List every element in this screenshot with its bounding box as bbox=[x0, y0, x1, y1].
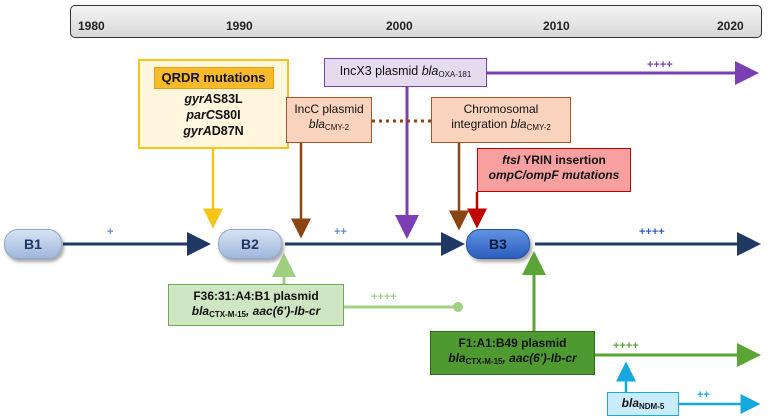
lineage-node-b2: B2 bbox=[218, 229, 282, 259]
gene-name: bla bbox=[308, 117, 325, 131]
gene-subscript: NDM-5 bbox=[639, 402, 665, 411]
box-text: YRIN insertion bbox=[520, 153, 606, 167]
gene-subscript: CMY-2 bbox=[526, 123, 551, 132]
gene-name: bla bbox=[621, 396, 639, 410]
incx3-plasmid-box: IncX3 plasmid blaOXA-181 bbox=[324, 58, 487, 87]
lineage-node-b1: B1 bbox=[4, 229, 62, 259]
year-label: 2000 bbox=[386, 19, 413, 33]
gene-line: integration blaCMY-2 bbox=[432, 117, 570, 133]
year-label: 1980 bbox=[78, 19, 105, 33]
gene-name: bla bbox=[510, 117, 527, 131]
box-text: Chromosomal bbox=[463, 102, 539, 116]
marker-b1-b2: + bbox=[107, 226, 114, 238]
gene-subscript: OXA-181 bbox=[438, 70, 472, 79]
gene-subscript: CMY-2 bbox=[324, 123, 350, 132]
ftsi-line: ftsI YRIN insertion bbox=[478, 153, 630, 168]
marker-f1: ++++ bbox=[613, 340, 639, 352]
mutation: S83L bbox=[212, 92, 243, 107]
year-label: 2010 bbox=[543, 19, 570, 33]
chromosomal-integration-box: Chromosomal integration blaCMY-2 bbox=[431, 97, 571, 143]
marker-b2-b3: ++ bbox=[334, 226, 347, 238]
box-text: F36:31:A4:B1 plasmid bbox=[193, 289, 319, 303]
box-text: IncX3 plasmid bbox=[339, 64, 422, 78]
gene-name: gyrA bbox=[183, 123, 212, 138]
gene-line: blaCMY-2 bbox=[287, 117, 371, 133]
mutation: S80I bbox=[214, 107, 241, 122]
marker-f36: ++++ bbox=[371, 291, 397, 303]
marker-incx3: ++++ bbox=[647, 59, 673, 71]
box-text: ompC/ompF mutations bbox=[488, 168, 620, 182]
f1-plasmid-box: F1:A1:B49 plasmid blaCTX-M-15, aac(6')-I… bbox=[430, 331, 595, 375]
qrdr-mutation-line: parCS80I bbox=[140, 108, 287, 124]
f36-endpoint-dot bbox=[453, 302, 463, 312]
gene-name: bla bbox=[191, 304, 210, 318]
qrdr-mutations-box: QRDR mutations gyrAS83L parCS80I gyrAD87… bbox=[138, 59, 289, 149]
gene-subscript: CTX-M-15 bbox=[209, 310, 246, 319]
gene-subscript: CTX-M-15 bbox=[465, 357, 503, 366]
mutation: D87N bbox=[211, 123, 244, 138]
gene-name: ftsI bbox=[502, 153, 521, 167]
ftsi-mutations-box: ftsI YRIN insertion ompC/ompF mutations bbox=[477, 148, 631, 192]
gene-line: blaCTX-M-15, aac(6')-Ib-cr bbox=[431, 351, 594, 367]
gene-name: , aac(6')-Ib-cr bbox=[502, 351, 577, 365]
qrdr-mutation-line: gyrAD87N bbox=[140, 124, 287, 140]
timeline-bar: 1980 1990 2000 2010 2020 bbox=[70, 5, 762, 38]
ndm-gene-box: blaNDM-5 bbox=[607, 392, 679, 416]
gene-name: gyrA bbox=[184, 92, 213, 107]
gene-name: bla bbox=[448, 351, 466, 365]
f36-plasmid-box: F36:31:A4:B1 plasmid blaCTX-M-15, aac(6'… bbox=[168, 284, 344, 326]
marker-after-b3: ++++ bbox=[639, 226, 665, 238]
qrdr-title: QRDR mutations bbox=[153, 67, 274, 90]
year-label: 1990 bbox=[226, 19, 253, 33]
box-text: integration bbox=[451, 117, 511, 131]
lineage-node-b3: B3 bbox=[466, 229, 530, 259]
gene-line: blaCTX-M-15, aac(6')-Ib-cr bbox=[169, 304, 343, 320]
gene-name: parC bbox=[186, 107, 215, 122]
gene-name: bla bbox=[421, 64, 439, 78]
year-label: 2020 bbox=[717, 19, 744, 33]
gene-name: , aac(6')-Ib-cr bbox=[246, 304, 321, 318]
qrdr-mutation-line: gyrAS83L bbox=[140, 92, 287, 108]
box-text: F1:A1:B49 plasmid bbox=[458, 336, 567, 350]
incc-plasmid-box: IncC plasmid blaCMY-2 bbox=[286, 97, 372, 143]
marker-ndm: ++ bbox=[697, 389, 710, 401]
box-text: IncC plasmid bbox=[294, 102, 364, 116]
